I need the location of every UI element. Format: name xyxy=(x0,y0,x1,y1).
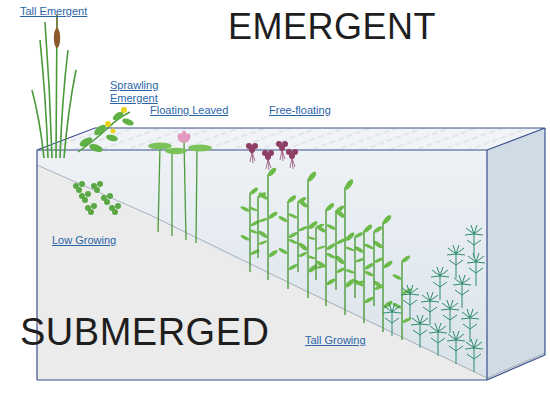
zone-heading: EMERGENT xyxy=(228,9,428,45)
plant-type-link: Floating Leaved xyxy=(150,104,250,117)
plant-type-link: Tall Growing xyxy=(305,334,405,347)
plant-type-link: Low Growing xyxy=(52,234,152,247)
plant-type-link: Free-floating xyxy=(269,104,369,117)
zone-heading: SUBMERGED xyxy=(20,313,280,351)
plant-type-link: Tall Emergent xyxy=(20,5,120,18)
plant-type-link: Sprawling Emergent xyxy=(110,79,172,105)
